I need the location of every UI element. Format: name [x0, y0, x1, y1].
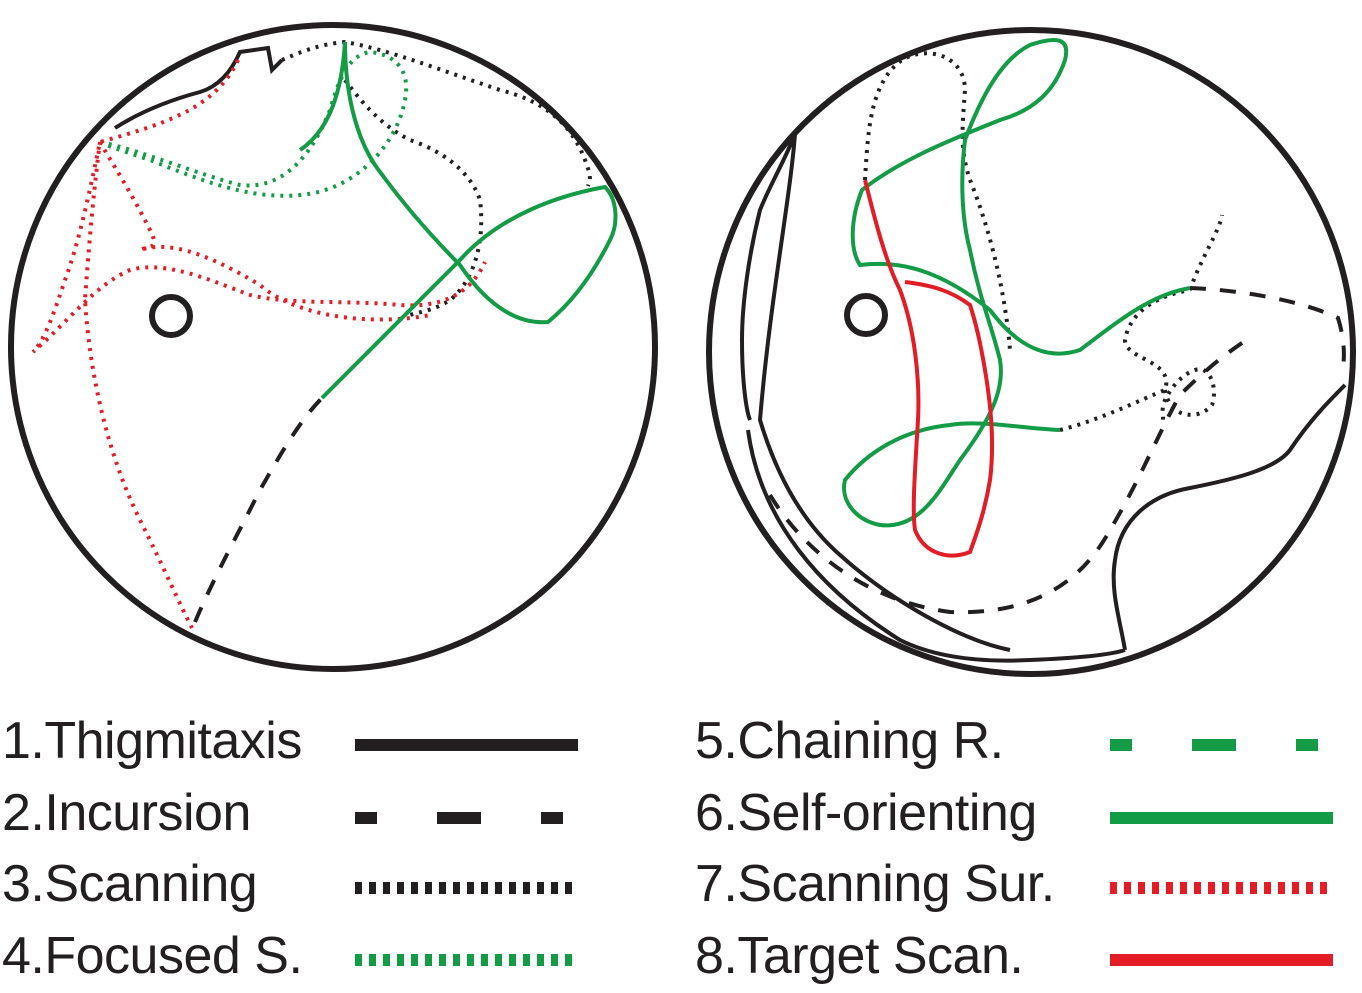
path-incursion-right — [768, 286, 1346, 615]
path-scanning-right — [863, 51, 1224, 432]
path-self-orienting-left — [298, 41, 618, 400]
legend-label-incursion: 2.Incursion — [2, 784, 251, 842]
path-incursion-left — [193, 396, 324, 623]
pool-boundary-left — [8, 22, 658, 672]
legend-swatches — [355, 739, 1333, 966]
escape-platform-left — [149, 294, 193, 338]
path-focused-search-left — [98, 49, 409, 198]
pool-boundary-right — [706, 27, 1356, 677]
path-target-scanning-right — [863, 179, 995, 558]
legend-label-focused-search: 4.Focused S. — [2, 927, 303, 985]
path-scanning-surroundings-left — [31, 59, 487, 629]
path-scanning-left — [281, 39, 592, 317]
legend-label-self-orienting: 6.Self-orienting — [695, 784, 1037, 842]
arena-left — [8, 22, 658, 672]
path-self-orienting-right — [842, 38, 1191, 528]
arena-right — [706, 27, 1356, 677]
legend-label-chaining: 5.Chaining R. — [695, 712, 1004, 770]
legend-label-scanning: 3.Scanning — [2, 855, 258, 913]
legend-label-scanning-surroundings: 7.Scanning Sur. — [695, 855, 1055, 913]
legend-label-thigmitaxis: 1.Thigmitaxis — [2, 712, 302, 770]
path-thigmotaxis-left — [113, 45, 284, 130]
legend-label-target-scanning: 8.Target Scan. — [695, 927, 1024, 985]
path-thigmotaxis-right — [739, 133, 1347, 663]
escape-platform-right — [844, 293, 888, 337]
